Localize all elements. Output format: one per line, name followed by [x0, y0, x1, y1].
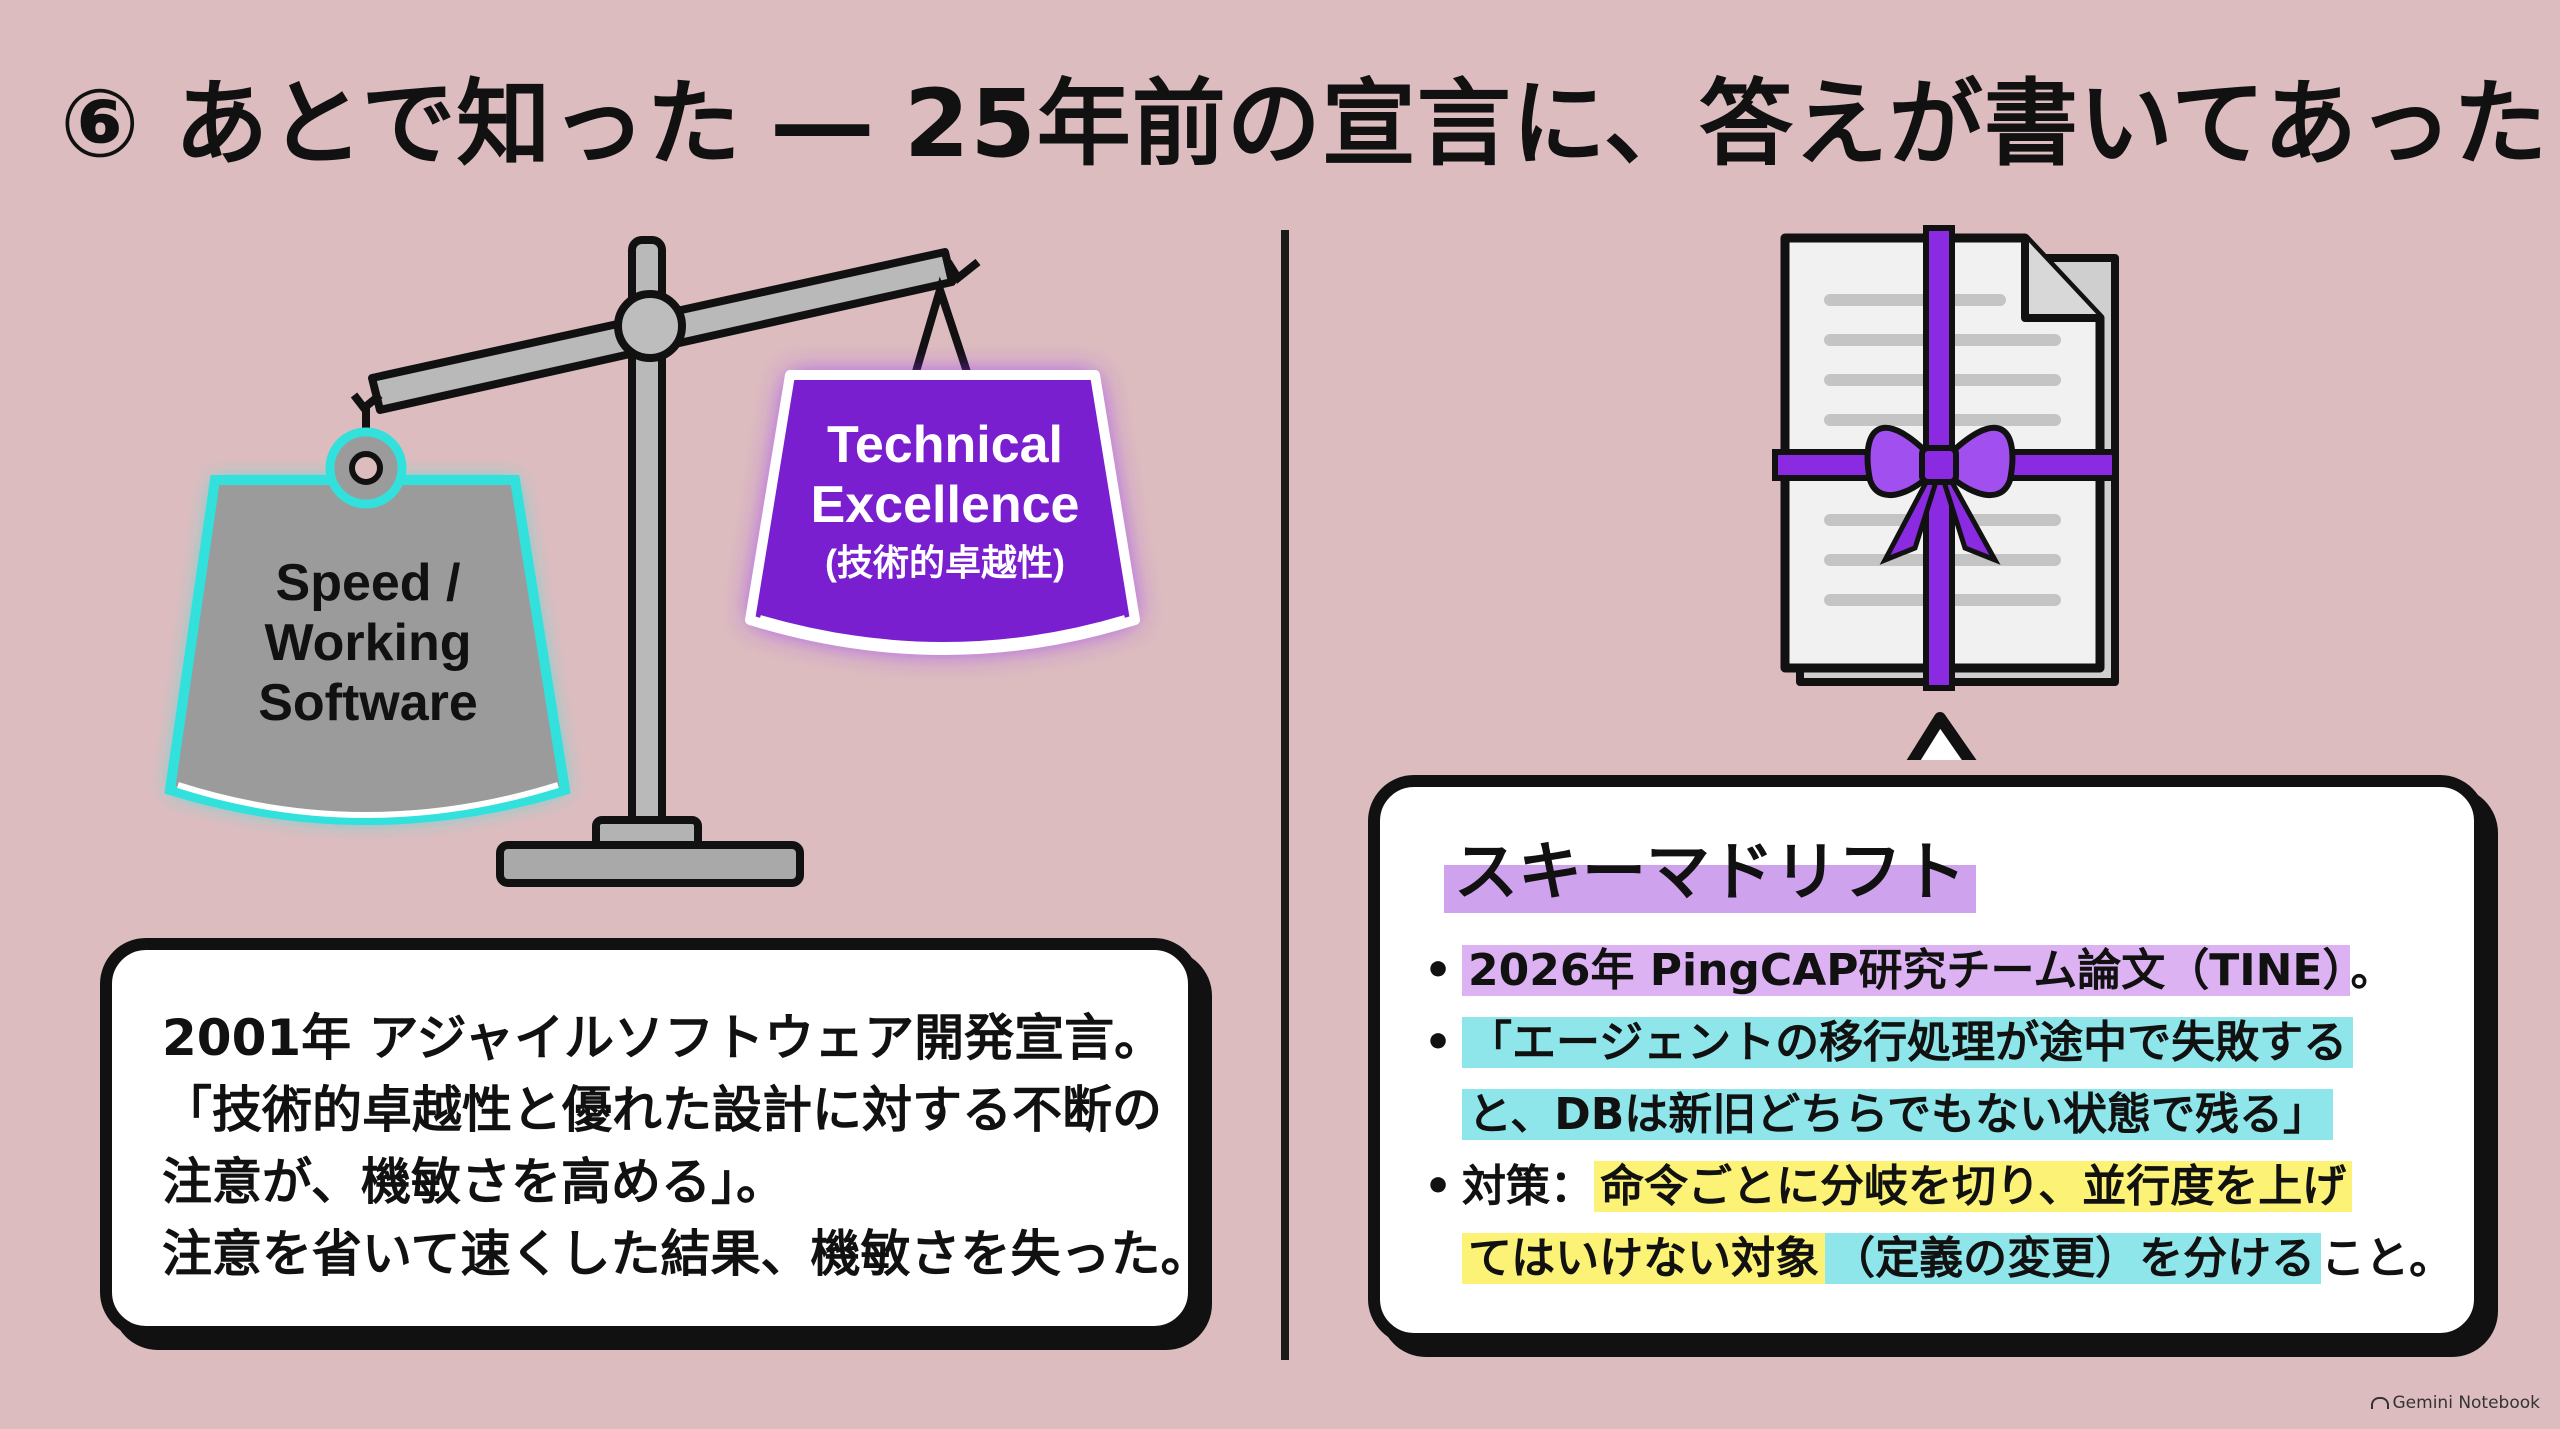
- weight-speed: Speed / Working Software: [164, 427, 571, 825]
- ribbon-bow-icon: [1772, 225, 2118, 691]
- weight-speed-line2: Working: [264, 614, 471, 672]
- scale-pivot: [614, 290, 686, 362]
- bullet-countermeasure: 対策：命令ごとに分岐を切り、並行度を上げてはいけない対象（定義の変更）を分けるこ…: [1420, 1151, 2453, 1295]
- weight-technical-excellence: Technical Excellence (技術的卓越性): [745, 370, 1140, 655]
- speech-bubble: スキーマドリフト 2026年 PingCAP研究チーム論文（TINE）。 「エー…: [1368, 775, 2486, 1345]
- footer-brand: Gemini Notebook: [2370, 1393, 2540, 1413]
- manifesto-box: 2001年 アジャイルソフトウェア開発宣言。 「技術的卓越性と優れた設計に対する…: [100, 938, 1211, 1338]
- gift-document-illustration: [1772, 225, 2119, 760]
- scale-stand: [496, 236, 804, 887]
- bubble-bullet-list: 2026年 PingCAP研究チーム論文（TINE）。 「エージェントの移行処理…: [1420, 935, 2453, 1295]
- center-divider: [1281, 230, 1289, 1360]
- gemini-logo-icon: [2370, 1397, 2389, 1409]
- manifesto-line-4: 注意を省いて速くした結果、機敏さを失った。: [162, 1225, 1211, 1283]
- weight-te-line2: Excellence: [811, 476, 1080, 534]
- bullet-paper: 2026年 PingCAP研究チーム論文（TINE）。: [1420, 935, 2434, 1007]
- bubble-tail: [1906, 712, 1977, 760]
- weight-speed-line1: Speed /: [276, 554, 461, 612]
- weight-te-line3: (技術的卓越性): [825, 542, 1065, 583]
- scale-illustration: Speed / Working Software Technical Excel…: [164, 236, 1140, 887]
- weight-speed-line3: Software: [258, 674, 478, 732]
- page-title: ⑥ あとで知った ― 25年前の宣言に、答えが書いてあった: [60, 70, 2549, 179]
- manifesto-line-3: 注意が、機敏さを高める」。: [162, 1153, 786, 1211]
- weight-te-line1: Technical: [827, 416, 1063, 474]
- manifesto-line-1: 2001年 アジャイルソフトウェア開発宣言。: [162, 1009, 1165, 1067]
- bubble-title: スキーマドリフト: [1444, 821, 1976, 913]
- manifesto-line-2: 「技術的卓越性と優れた設計に対する不断の: [162, 1081, 1162, 1139]
